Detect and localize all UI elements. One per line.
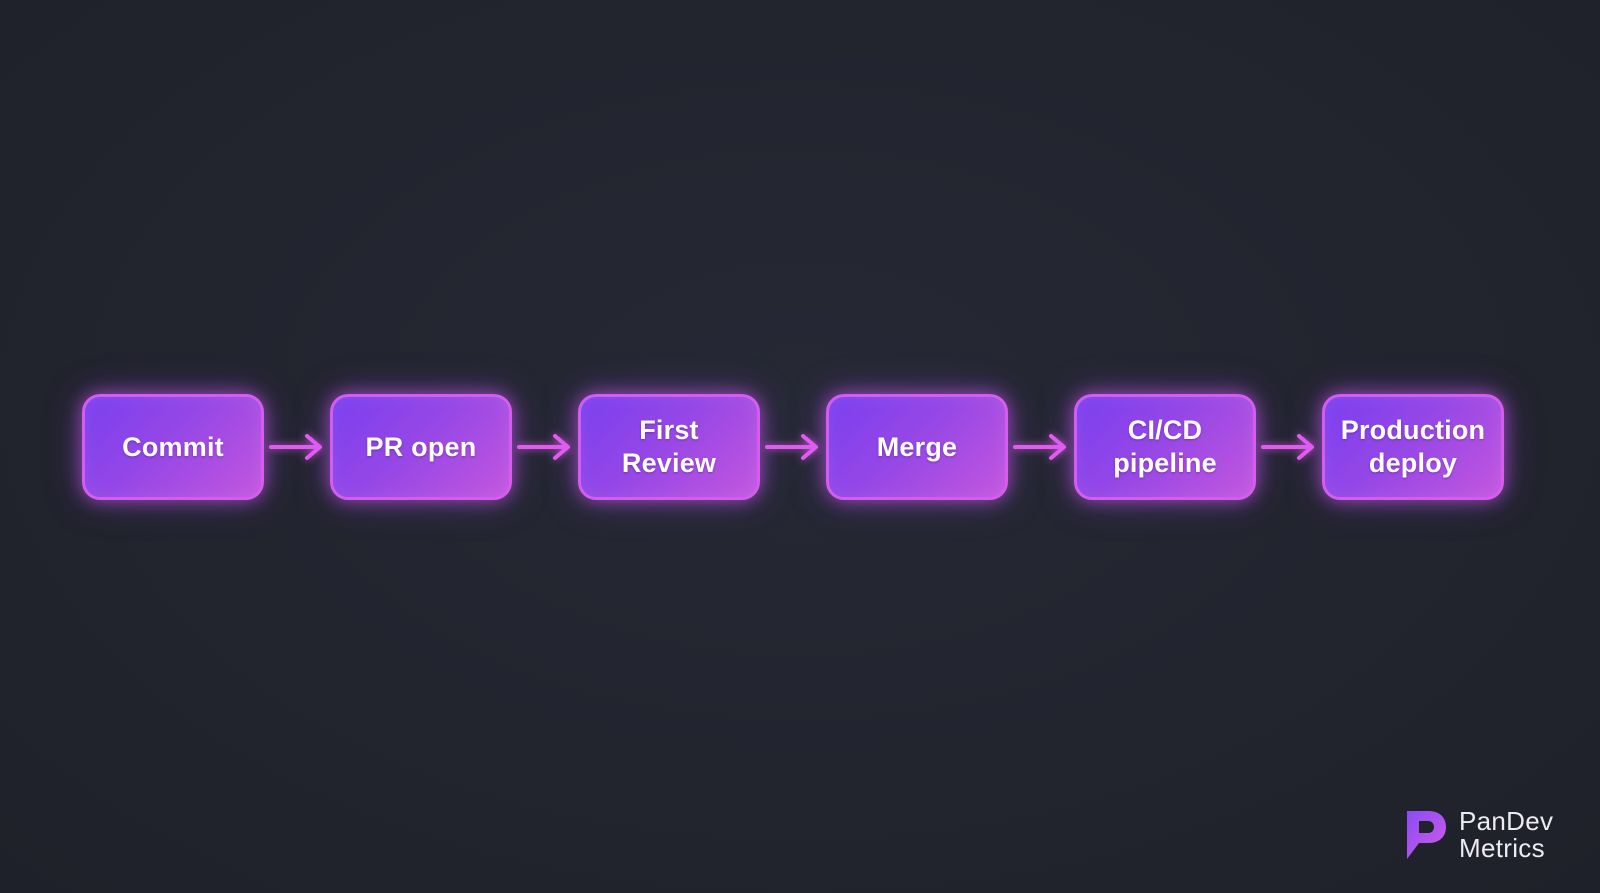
arrow-right-icon xyxy=(512,427,578,467)
pandev-logo-icon xyxy=(1407,811,1446,859)
brand-line-2: Metrics xyxy=(1459,833,1545,863)
step-production-deploy: Production deploy xyxy=(1322,394,1504,500)
step-label: Production deploy xyxy=(1340,415,1486,478)
step-ci-cd-pipeline: CI/CD pipeline xyxy=(1074,394,1256,500)
step-label: First Review xyxy=(621,415,717,478)
step-label: Merge xyxy=(876,431,958,462)
arrow-right-icon xyxy=(760,427,826,467)
brand-name: PanDev Metrics xyxy=(1459,808,1553,862)
arrow-right-icon xyxy=(1008,427,1074,467)
step-pr-open: PR open xyxy=(330,394,512,500)
step-commit: Commit xyxy=(82,394,264,500)
arrow-right-icon xyxy=(1256,427,1322,467)
step-label: Commit xyxy=(122,431,224,462)
step-first-review: First Review xyxy=(578,394,760,500)
pipeline-flow: Commit PR open First Review Merge CI/CD … xyxy=(82,393,1506,501)
arrow-right-icon xyxy=(264,427,330,467)
step-merge: Merge xyxy=(826,394,1008,500)
step-label: PR open xyxy=(365,431,477,462)
brand-logo: PanDev Metrics xyxy=(1405,807,1553,863)
step-label: CI/CD pipeline xyxy=(1113,415,1217,478)
brand-line-1: PanDev xyxy=(1459,806,1554,836)
